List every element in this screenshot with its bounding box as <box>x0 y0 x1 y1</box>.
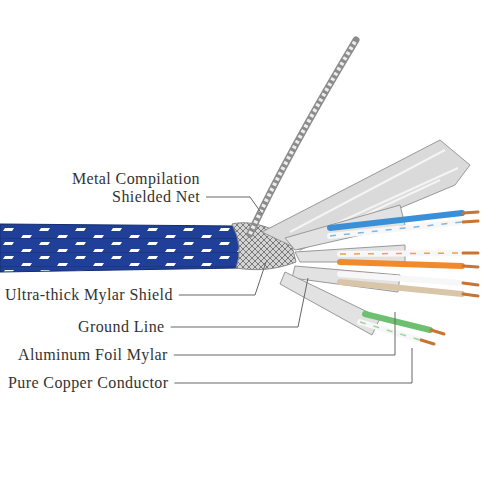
copper-conductor <box>463 212 478 213</box>
wire-stripe <box>360 322 420 340</box>
white-wire <box>330 222 462 236</box>
leader-line <box>174 312 395 355</box>
copper-conductor <box>463 252 478 255</box>
copper-conductor <box>463 221 478 222</box>
copper-conductor <box>463 294 478 296</box>
part-label: Metal Compilation Shielded Net <box>40 170 200 206</box>
part-label: Pure Copper Conductor <box>8 374 168 392</box>
copper-conductor <box>463 266 478 267</box>
brown-wire <box>340 282 462 294</box>
drain-wire <box>250 40 356 234</box>
part-label: Ultra-thick Mylar Shield <box>5 286 173 304</box>
white-wire <box>360 322 420 340</box>
copper-conductor <box>431 330 444 334</box>
wire-stripe <box>340 253 462 254</box>
wire-stripe <box>330 222 462 236</box>
leader-line <box>171 278 308 327</box>
copper-tips <box>421 212 478 344</box>
copper-conductor <box>421 340 434 344</box>
drain-wire-twist <box>250 40 356 234</box>
white-wire <box>340 253 462 254</box>
leader-line <box>179 262 266 295</box>
orange-wire <box>340 262 462 266</box>
leader-line <box>174 348 412 383</box>
part-label: Aluminum Foil Mylar <box>18 346 168 364</box>
cable-jacket <box>0 224 241 272</box>
copper-conductor <box>463 283 478 285</box>
part-label: Ground Line <box>78 318 165 336</box>
leader-line <box>206 197 262 214</box>
